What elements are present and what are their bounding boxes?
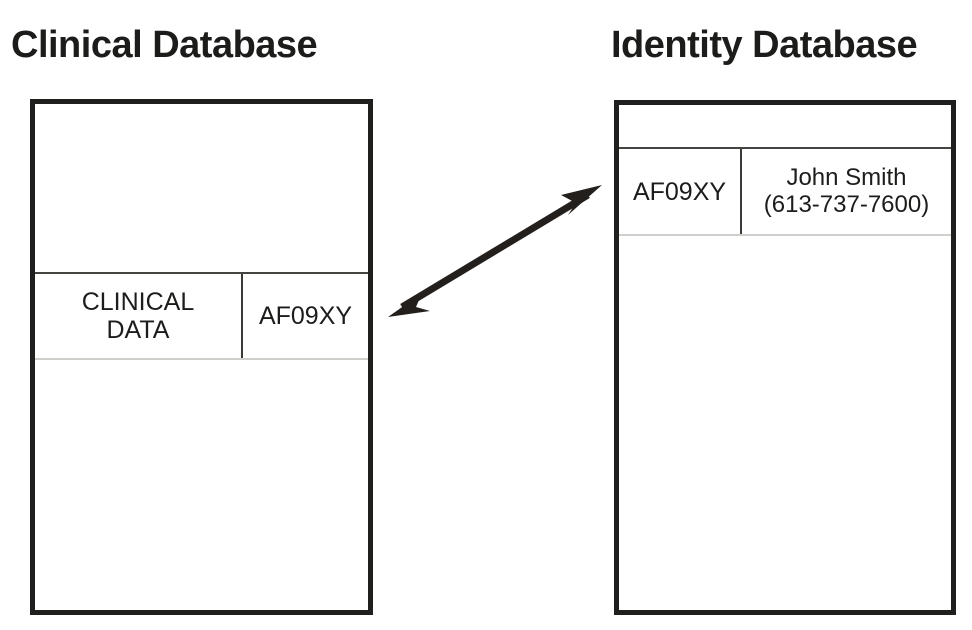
clinical-database-box: CLINICAL DATA AF09XY: [30, 99, 373, 615]
identity-database-title: Identity Database: [611, 24, 918, 66]
clinical-database-title: Clinical Database: [11, 24, 318, 66]
identity-database-box: AF09XY John Smith (613-737-7600): [614, 100, 956, 615]
clinical-record-data-cell: CLINICAL DATA: [35, 274, 243, 358]
clinical-record-identifier-cell: AF09XY: [258, 302, 353, 330]
identity-record-identifier-cell: AF09XY: [619, 149, 742, 234]
clinical-record-row: CLINICAL DATA AF09XY: [35, 272, 368, 360]
identity-record-row: AF09XY John Smith (613-737-7600): [619, 147, 951, 236]
identity-record-person-cell: John Smith (613-737-7600): [763, 163, 930, 218]
bidirectional-link-arrow-icon: [388, 185, 602, 317]
